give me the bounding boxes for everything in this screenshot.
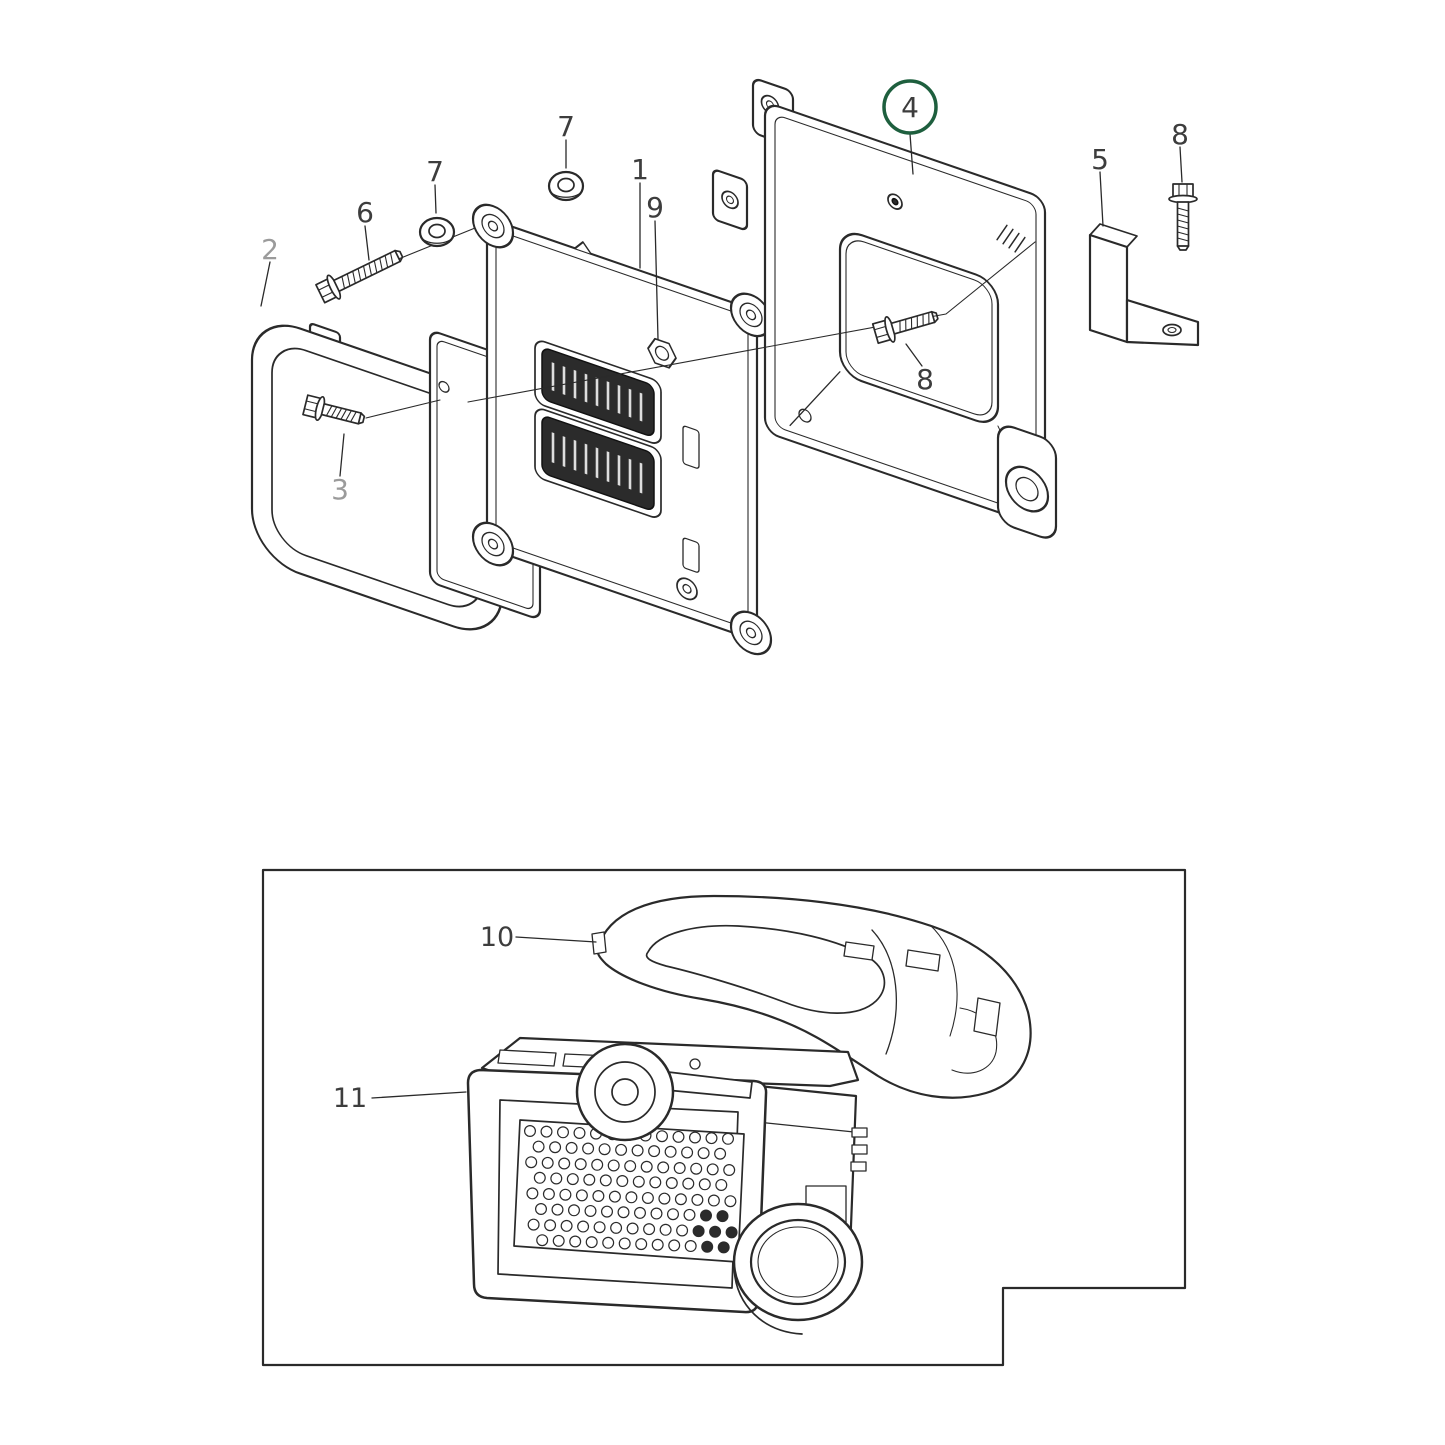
callout-1: 1 — [631, 153, 649, 186]
assembly-axis-line-left — [365, 399, 441, 419]
highlight-circle — [882, 79, 938, 135]
leader-5 — [1099, 171, 1104, 227]
callout-3: 3 — [331, 473, 349, 506]
leader-6 — [364, 225, 370, 261]
leader-8-top — [1179, 146, 1183, 183]
part-8-bolt-center — [871, 310, 939, 345]
callout-5: 5 — [1091, 143, 1109, 176]
callout-2: 2 — [261, 233, 279, 266]
callout-8-center: 8 — [916, 363, 934, 396]
leader-10 — [515, 936, 597, 943]
ecu-connector-lower — [534, 408, 662, 518]
part-6-bolt — [315, 249, 404, 304]
part-7-grommet-lower — [418, 216, 456, 248]
leader-8-center — [905, 343, 923, 367]
part-5-bracket — [1088, 223, 1200, 347]
inset-border — [261, 868, 1187, 1367]
ecu-vent-upper — [682, 425, 700, 469]
part-8-bolt-top — [1168, 183, 1198, 251]
part-7-grommet-upper — [547, 170, 585, 202]
pin-grid-dots — [523, 1124, 738, 1254]
callout-11: 11 — [333, 1083, 367, 1114]
leader-4 — [909, 133, 914, 175]
part-3-bolt — [302, 394, 366, 425]
assembly-axis-line-main — [467, 241, 1036, 403]
part-9-nut — [647, 337, 677, 369]
ecu-connector-upper — [534, 340, 662, 444]
callout-7-upper: 7 — [557, 110, 575, 143]
callout-10: 10 — [480, 922, 514, 953]
leader-11 — [371, 1091, 467, 1099]
callout-7-lower: 7 — [426, 155, 444, 188]
part-10-connector-cover — [591, 894, 1032, 1099]
part-1-ecu-module — [471, 203, 773, 656]
leader-9 — [654, 220, 659, 340]
callout-8-top: 8 — [1171, 118, 1189, 151]
leader-3 — [339, 433, 345, 477]
ecu-corner-bosses — [471, 203, 773, 656]
callout-4: 4 — [901, 91, 919, 124]
inset-leader-lines — [371, 936, 597, 1099]
callout-9: 9 — [646, 191, 664, 224]
callout-6: 6 — [356, 196, 374, 229]
leader-lines — [260, 133, 1183, 477]
leader-2 — [260, 261, 271, 307]
ecu-vent-lower — [682, 537, 700, 573]
leader-7-lower — [434, 184, 437, 214]
part-11-connector-housing — [466, 1036, 868, 1335]
part-4-bracket — [711, 78, 1058, 539]
